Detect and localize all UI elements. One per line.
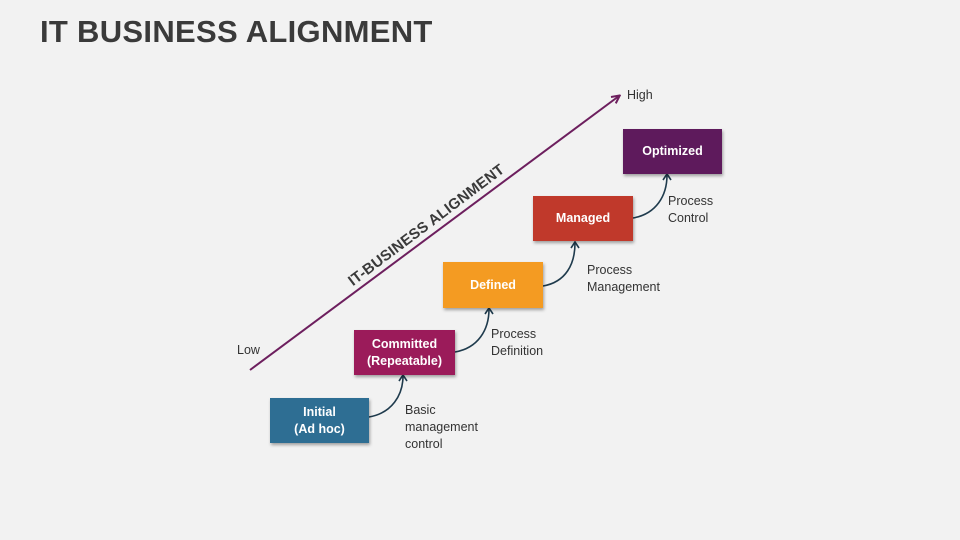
stage-committed: Committed (Repeatable) [354,330,455,375]
page-title: IT BUSINESS ALIGNMENT [40,14,433,49]
connector-committed-to-defined [454,306,494,353]
stage-optimized: Optimized [623,129,722,174]
stage-managed: Managed [533,196,633,241]
axis-high-label: High [627,88,653,102]
connector-managed-to-optimized [632,172,672,219]
alignment-axis-arrow [249,96,619,371]
transition-label-process-definition: Process Definition [491,327,544,358]
connector-defined-to-managed [542,240,580,287]
transition-label-process-management: Process Management [587,263,660,294]
transition-label-basic-management-control: Basic management control [405,403,478,451]
transition-label-process-control: Process Control [668,194,714,225]
axis-low-label: Low [237,343,260,357]
connector-initial-to-committed [368,373,408,418]
stage-initial: Initial (Ad hoc) [270,398,369,443]
stage-defined: Defined [443,262,543,308]
